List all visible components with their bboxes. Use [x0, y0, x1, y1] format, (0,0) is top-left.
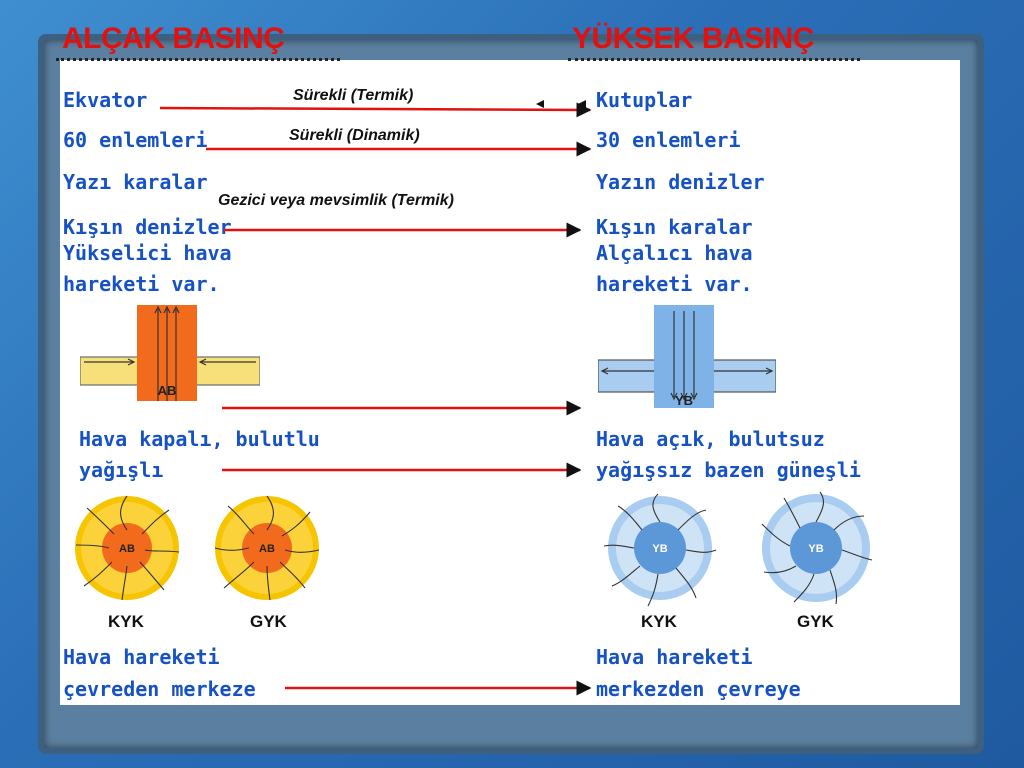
left-ekvator: Ekvator — [63, 88, 148, 112]
ab-cyclone-kyk: AB — [72, 490, 182, 610]
right-hava-hareketi: Hava hareketi — [596, 645, 753, 669]
yb-label-3: YB — [808, 543, 823, 555]
left-60-enlemleri: 60 enlemleri — [63, 128, 208, 152]
left-kisin-denizler: Kışın denizler — [63, 215, 232, 239]
small-arrowhead-2 — [578, 100, 586, 108]
ab-label-1: AB — [158, 383, 177, 398]
right-merkezden-cevreye: merkezden çevreye — [596, 677, 801, 701]
right-alcalici-hava: Alçalıcı hava — [596, 241, 753, 265]
yb-cross-section: YB — [598, 305, 776, 408]
yb-anticyclone-kyk: YB — [600, 490, 720, 612]
right-30-enlemleri: 30 enlemleri — [596, 128, 741, 152]
ab-label-3: AB — [259, 543, 275, 555]
label-kyk-left: KYK — [108, 612, 144, 631]
header-low-underline — [56, 58, 340, 61]
left-yazi-karalar: Yazı karalar — [63, 170, 208, 194]
header-low-pressure: ALÇAK BASINÇ — [62, 22, 285, 55]
left-hava-hareketi: Hava hareketi — [63, 645, 220, 669]
yb-label-1: YB — [675, 393, 693, 408]
label-kyk-right: KYK — [641, 612, 677, 631]
right-yazin-denizler: Yazın denizler — [596, 170, 765, 194]
yb-anticyclone-gyk: YB — [752, 486, 880, 614]
right-hareketi-var: hareketi var. — [596, 272, 753, 296]
left-yagisli: yağışlı — [79, 458, 164, 482]
left-yukselici-hava: Yükselici hava — [63, 241, 232, 265]
header-high-underline — [568, 58, 860, 61]
small-arrowhead-1 — [536, 100, 544, 108]
right-yagissiz: yağışsız bazen güneşli — [596, 458, 861, 482]
right-hava-acik: Hava açık, bulutsuz — [596, 427, 825, 451]
right-kutuplar: Kutuplar — [596, 88, 693, 112]
ab-cyclone-gyk: AB — [210, 490, 325, 610]
label-gyk-right: GYK — [797, 612, 834, 631]
ab-cross-section: AB — [80, 305, 260, 401]
arrow-ekvator-kutuplar — [159, 102, 592, 118]
ab-label-2: AB — [119, 543, 135, 555]
left-hava-kapali: Hava kapalı, bulutlu — [79, 427, 320, 451]
label-gyk-left: GYK — [250, 612, 287, 631]
header-high-pressure: YÜKSEK BASINÇ — [572, 22, 814, 55]
caption-surekli-dinamik: Sürekli (Dinamik) — [289, 127, 420, 144]
caption-surekli-termik: Sürekli (Termik) — [293, 87, 414, 104]
caption-gezici-mevsimlik: Gezici veya mevsimlik (Termik) — [218, 192, 454, 209]
left-hareketi-var: hareketi var. — [63, 272, 220, 296]
yb-label-2: YB — [652, 543, 667, 555]
left-cevreden-merkeze: çevreden merkeze — [63, 677, 256, 701]
right-kisin-karalar: Kışın karalar — [596, 215, 753, 239]
